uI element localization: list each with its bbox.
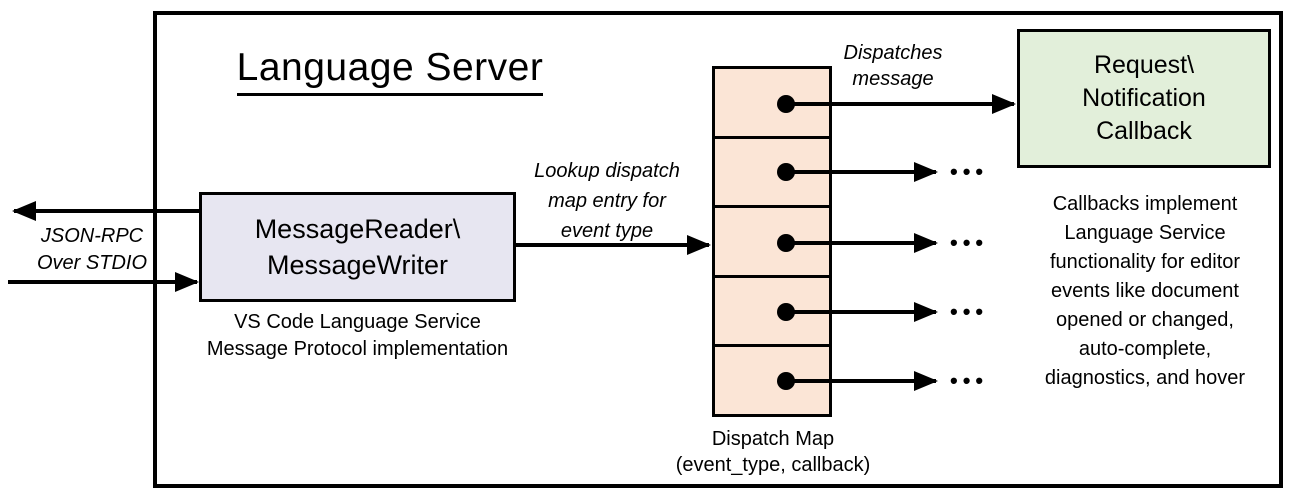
reader-caption-line1: VS Code Language Service xyxy=(234,311,481,333)
message-reader-writer-box: MessageReader\ MessageWriter xyxy=(199,192,516,302)
json-rpc-label-line2: Over STDIO xyxy=(36,252,147,274)
json-rpc-label-line1: JSON-RPC xyxy=(40,225,144,247)
dispatch-map-cell-2 xyxy=(715,139,829,209)
dispatch-map-caption-line1: Dispatch Map xyxy=(711,428,835,450)
lookup-label-line3: event type xyxy=(560,220,654,242)
dispatch-map-cell-5 xyxy=(715,347,829,414)
reader-caption-line2: Message Protocol implementation xyxy=(206,338,509,360)
callbacks-note-line7: diagnostics, and hover xyxy=(1044,367,1246,389)
dispatch-map-cell-4 xyxy=(715,278,829,348)
dispatches-label-line2: message xyxy=(852,68,934,90)
dispatch-map-caption-line2: (event_type, callback) xyxy=(675,454,871,476)
lookup-dispatch-label: Lookup dispatch map entry for event type xyxy=(512,156,702,246)
callbacks-note-line3: functionality for editor xyxy=(1049,251,1241,273)
callbacks-note-line4: events like document xyxy=(1051,280,1239,302)
callbacks-note-line5: opened or changed, xyxy=(1056,309,1234,331)
dispatches-message-label: Dispatches message xyxy=(818,40,968,92)
dispatch-map-cell-1 xyxy=(715,69,829,139)
callback-box-line2: Notification xyxy=(1082,84,1206,112)
dispatches-label-line1: Dispatches xyxy=(843,42,943,64)
lookup-label-line1: Lookup dispatch xyxy=(534,160,680,182)
json-rpc-stdio-label: JSON-RPC Over STDIO xyxy=(12,223,172,277)
dispatch-map-cell-3 xyxy=(715,208,829,278)
callbacks-note-line1: Callbacks implement xyxy=(1052,193,1238,215)
reader-box-line2: MessageWriter xyxy=(266,250,449,280)
diagram-title-wrap: Language Server xyxy=(200,46,580,96)
dispatch-map xyxy=(712,66,832,417)
language-server-boundary xyxy=(153,11,1283,488)
request-notification-callback-box: Request\ Notification Callback xyxy=(1017,29,1271,168)
callback-box-line1: Request\ xyxy=(1093,51,1195,79)
callbacks-note-line2: Language Service xyxy=(1064,222,1226,244)
reader-box-line1: MessageReader\ xyxy=(254,214,461,244)
callbacks-note: Callbacks implement Language Service fun… xyxy=(1002,190,1288,393)
callback-box-line3: Callback xyxy=(1096,117,1192,145)
diagram-title: Language Server xyxy=(236,46,544,96)
dispatch-map-caption: Dispatch Map (event_type, callback) xyxy=(645,426,901,478)
reader-box-caption: VS Code Language Service Message Protoco… xyxy=(170,309,545,363)
callbacks-note-line6: auto-complete, xyxy=(1078,338,1212,360)
lookup-label-line2: map entry for xyxy=(548,190,666,212)
